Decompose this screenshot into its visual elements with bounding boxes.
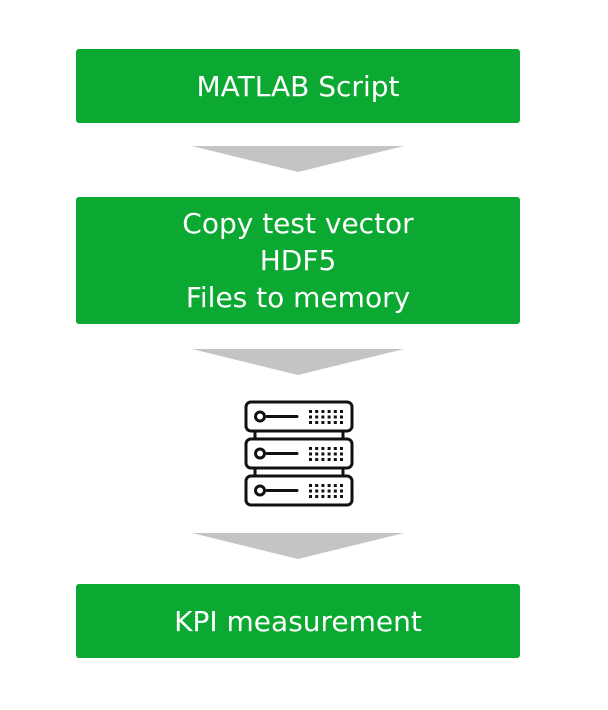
step-matlab-script: MATLAB Script xyxy=(76,49,520,123)
step-label-line-2: HDF5 xyxy=(259,244,337,277)
step-label: MATLAB Script xyxy=(196,69,400,103)
down-arrow-icon xyxy=(192,349,404,375)
step-label: KPI measurement xyxy=(174,604,422,638)
step-label-line-3: Files to memory xyxy=(185,281,411,314)
step-kpi-measurement: KPI measurement xyxy=(76,584,520,658)
step-label-line-1: Copy test vector xyxy=(182,207,414,240)
step-copy-test-vector: Copy test vector HDF5 Files to memory xyxy=(76,197,520,324)
down-arrow-icon xyxy=(192,146,404,172)
down-arrow-icon xyxy=(192,533,404,559)
server-rack-icon xyxy=(244,400,354,507)
